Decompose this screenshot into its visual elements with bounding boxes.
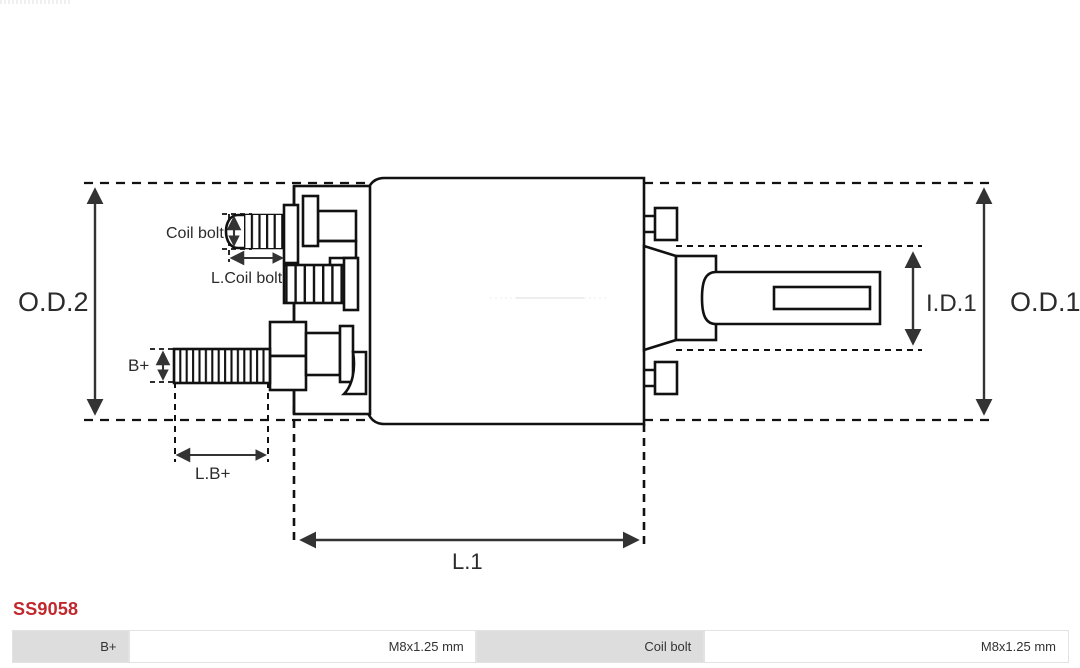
lower-contact-block-bottom — [268, 354, 308, 392]
internal-curve-profile — [340, 350, 368, 396]
lower-plunger-disc — [338, 324, 355, 384]
watermark-artifact — [0, 0, 72, 4]
dimension-labels: O.D.2 O.D.1 I.D.1 Coil bolt L.Coil bolt … — [18, 225, 1080, 574]
spec-table-body: B+ M8x1.25 mm Coil bolt M8x1.25 mm — [10, 629, 1069, 663]
right-tab-top-pins — [644, 214, 655, 234]
specification-table: B+ M8x1.25 mm Coil bolt M8x1.25 mm — [10, 629, 1069, 663]
label-l1: L.1 — [452, 549, 483, 574]
lower-plunger-shaft — [304, 331, 342, 377]
label-od1: O.D.1 — [1010, 287, 1080, 317]
label-l-b-plus: L.B+ — [195, 464, 231, 483]
construction-lines-l1 — [292, 406, 646, 546]
coil-stud-threaded — [282, 263, 346, 305]
dimension-arrows — [86, 187, 993, 549]
spec-label-bplus: B+ — [10, 629, 130, 663]
left-internal-slim — [301, 194, 320, 248]
spec-value-coil-bolt: M8x1.25 mm — [703, 629, 1069, 663]
construction-lines-lb — [174, 382, 269, 462]
coil-stud-collar — [342, 256, 360, 312]
right-tab-bottom-pins — [644, 368, 655, 388]
technical-drawing: O.D.2 O.D.1 I.D.1 Coil bolt L.Coil bolt … — [18, 176, 1080, 574]
bplus-bolt-group — [172, 347, 272, 385]
plunger-flange — [642, 244, 678, 352]
right-tab-top — [653, 206, 679, 242]
coil-bolt-threads — [244, 215, 284, 248]
coil-bolt-base — [282, 203, 300, 265]
main-body — [364, 176, 646, 426]
label-l-coil-bolt: L.Coil bolt — [211, 270, 283, 287]
construction-lines-fine — [676, 245, 922, 351]
spec-value-bplus: M8x1.25 mm — [128, 629, 477, 663]
dimension-arrows-small — [155, 215, 284, 463]
label-id1: I.D.1 — [926, 290, 977, 317]
bplus-threaded-shank — [172, 347, 272, 385]
coil-stud-group — [282, 256, 360, 312]
solenoid-body-group — [268, 176, 882, 426]
lower-contact-block-top — [268, 320, 308, 358]
plunger-arm-slot — [772, 285, 872, 311]
coil-bolt-group — [224, 203, 300, 265]
table-row: B+ M8x1.25 mm Coil bolt M8x1.25 mm — [10, 629, 1069, 663]
label-b-plus: B+ — [128, 356, 149, 375]
part-number: SS9058 — [13, 599, 79, 619]
left-internal-block-a — [316, 209, 358, 243]
drawing-canvas: O.D.2 O.D.1 I.D.1 Coil bolt L.Coil bolt … — [18, 176, 1080, 574]
label-od2: O.D.2 — [18, 287, 89, 317]
label-coil-bolt: Coil bolt — [166, 225, 224, 242]
right-tab-bottom — [653, 360, 679, 396]
spec-label-coil-bolt: Coil bolt — [475, 629, 705, 663]
